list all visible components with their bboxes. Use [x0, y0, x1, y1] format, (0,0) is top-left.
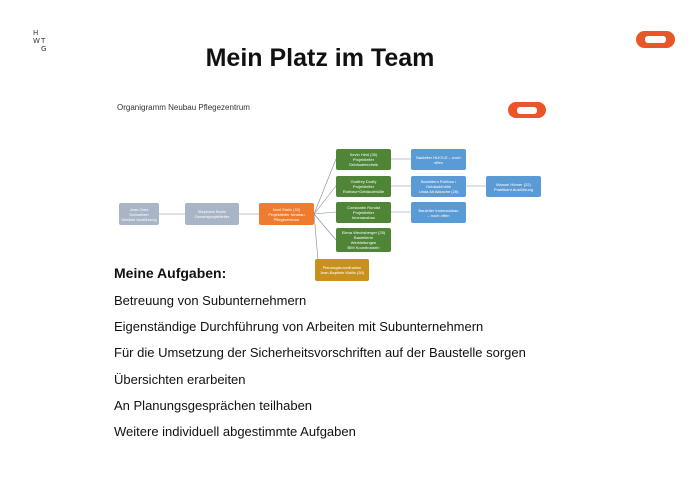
connector-line: [313, 211, 337, 215]
org-box-bauleiter-rohbau: Bauleitern Rohbau / Gebäudehülle Linda A…: [411, 176, 466, 197]
org-box-label: Bauleiter Innenausbau – noch offen: [418, 207, 459, 218]
connector-line: [313, 185, 337, 215]
connector-line: [313, 213, 319, 261]
logo-letter-g: G: [41, 45, 47, 53]
brand-logo-text: [645, 36, 666, 43]
org-box-label: Bauleiter HLKS-E – noch offen: [416, 154, 461, 165]
task-item: Übersichten erarbeiten: [114, 372, 246, 387]
org-box-label: Stéphane Bonin Gesamtprojektleiter: [194, 209, 230, 219]
org-box-label: Planungskoordination Jean-Baptiste Walli…: [319, 265, 365, 275]
org-box-label: Noel Stalin (32) Projektleiter Neubau Pf…: [268, 206, 305, 222]
org-box-gebaeudetechnik: Kevin Heid (30) Projektleiter Gebäudetec…: [336, 149, 391, 170]
org-box-label: Jean-Yves Schweitzer Direktor Ausführung: [121, 206, 157, 222]
page-title: Mein Platz im Team: [205, 44, 435, 72]
task-item: Betreuung von Subunternehmern: [114, 293, 307, 308]
org-box-label: Kevin Heid (30) Projektleiter Gebäudetec…: [348, 152, 379, 167]
task-item: An Planungsgesprächen teilhaben: [114, 398, 313, 413]
org-box-bauleiter-hlkse: Bauleiter HLKS-E – noch offen: [411, 149, 466, 170]
connector-line: [313, 213, 337, 241]
org-chart-brand-text: [517, 106, 537, 114]
task-item: Für die Umsetzung der Sicherheitsvorschr…: [114, 345, 526, 360]
org-box-label: Elena Wechsberger (25) Bauleiterin Werkl…: [341, 230, 386, 250]
org-box-label: Constantin Rundst Projektleiter Innenaus…: [347, 205, 380, 220]
org-box-werkleitungen: Elena Wechsberger (25) Bauleiterin Werkl…: [336, 228, 391, 252]
org-box-innenausbau: Constantin Rundst Projektleiter Innenaus…: [336, 202, 391, 223]
org-box-label: Manuel Hörner (22) Praktikant Ausführung: [493, 181, 534, 192]
logo-letter-w: W: [33, 37, 40, 45]
task-item: Eigenständige Durchführung von Arbeiten …: [114, 319, 484, 334]
org-box-overall-project-lead: Stéphane Bonin Gesamtprojektleiter: [185, 203, 239, 225]
org-box-label: Bauleitern Rohbau / Gebäudehülle Linda A…: [418, 179, 459, 194]
task-item: Weitere individuell abgestimmte Aufgaben: [114, 424, 356, 439]
org-box-planungskoordination: Planungskoordination Jean-Baptiste Walli…: [315, 259, 369, 281]
htwg-logo: H T W G: [31, 29, 51, 53]
tasks-heading: Meine Aufgaben:: [114, 265, 227, 281]
connector-line: [313, 158, 337, 215]
org-box-project-lead-neubau: Noel Stalin (32) Projektleiter Neubau Pf…: [259, 203, 314, 225]
logo-letter-h: H: [33, 29, 39, 37]
org-box-bauleiter-innenausbau: Bauleiter Innenausbau – noch offen: [411, 202, 466, 223]
org-chart-title: Organigramm Neubau Pflegezentrum: [117, 103, 250, 112]
org-box-director: Jean-Yves Schweitzer Direktor Ausführung: [119, 203, 159, 225]
org-chart-brand-logo: [508, 102, 546, 118]
org-box-rohbau: Godfrey Dodfy Projektleiter Rohbau+Gebäu…: [336, 176, 391, 197]
org-box-label: Godfrey Dodfy Projektleiter Rohbau+Gebäu…: [342, 179, 385, 194]
logo-letter-t: T: [41, 37, 46, 45]
brand-logo: [636, 31, 675, 48]
org-box-praktikant: Manuel Hörner (22) Praktikant Ausführung: [486, 176, 541, 197]
